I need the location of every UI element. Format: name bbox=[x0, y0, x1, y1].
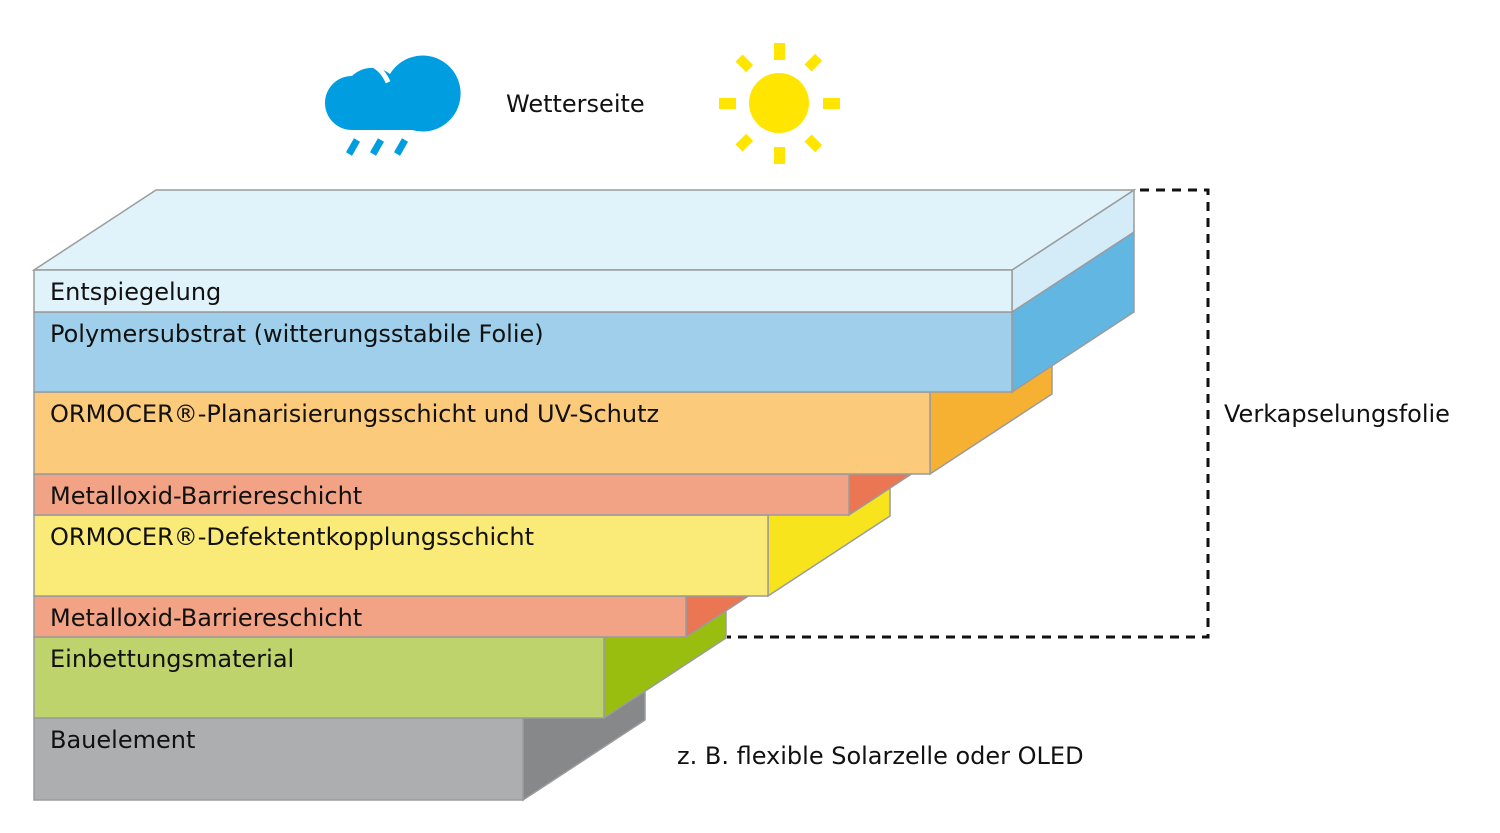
layer-front-face bbox=[33, 636, 605, 719]
layer: ORMOCER®-Planarisierungsschicht und UV-S… bbox=[33, 310, 1053, 476]
layer-label: Metalloxid-Barriereschicht bbox=[50, 482, 362, 510]
layer-top-face bbox=[31, 189, 1137, 271]
layer-label: ORMOCER®-Defektentkopplungsschicht bbox=[50, 523, 534, 551]
layer-label: Entspiegelung bbox=[50, 278, 221, 306]
layer-label: Bauelement bbox=[50, 726, 195, 754]
layer-stack: Bauelement Einbettungsmaterial Metalloxid-… bbox=[31, 188, 1137, 802]
layer-label: Polymersubstrat (witterungsstabile Folie… bbox=[50, 320, 544, 348]
layer-front-face bbox=[33, 717, 524, 801]
layer: Entspiegelung bbox=[31, 188, 1137, 314]
layer-label: Metalloxid-Barriereschicht bbox=[50, 604, 362, 632]
layer-front-face bbox=[33, 514, 769, 597]
encapsulation-label: Verkapselungsfolie bbox=[1224, 400, 1450, 428]
layer-front-face bbox=[33, 473, 850, 516]
layer-front-face bbox=[33, 311, 1013, 393]
layer-front-face bbox=[33, 269, 1013, 313]
component-note: z. B. flexible Solarzelle oder OLED bbox=[677, 742, 1084, 770]
encapsulation-bracket bbox=[727, 188, 1210, 639]
layer: Polymersubstrat (witterungsstabile Folie… bbox=[33, 230, 1135, 394]
weather-side-label: Wetterseite bbox=[506, 90, 645, 118]
rain-cloud-icon bbox=[325, 55, 461, 156]
sun-icon bbox=[719, 43, 840, 164]
layer-front-face bbox=[33, 391, 931, 475]
layer-label: ORMOCER®-Planarisierungsschicht und UV-S… bbox=[50, 400, 659, 428]
layer-label: Einbettungsmaterial bbox=[50, 645, 294, 673]
